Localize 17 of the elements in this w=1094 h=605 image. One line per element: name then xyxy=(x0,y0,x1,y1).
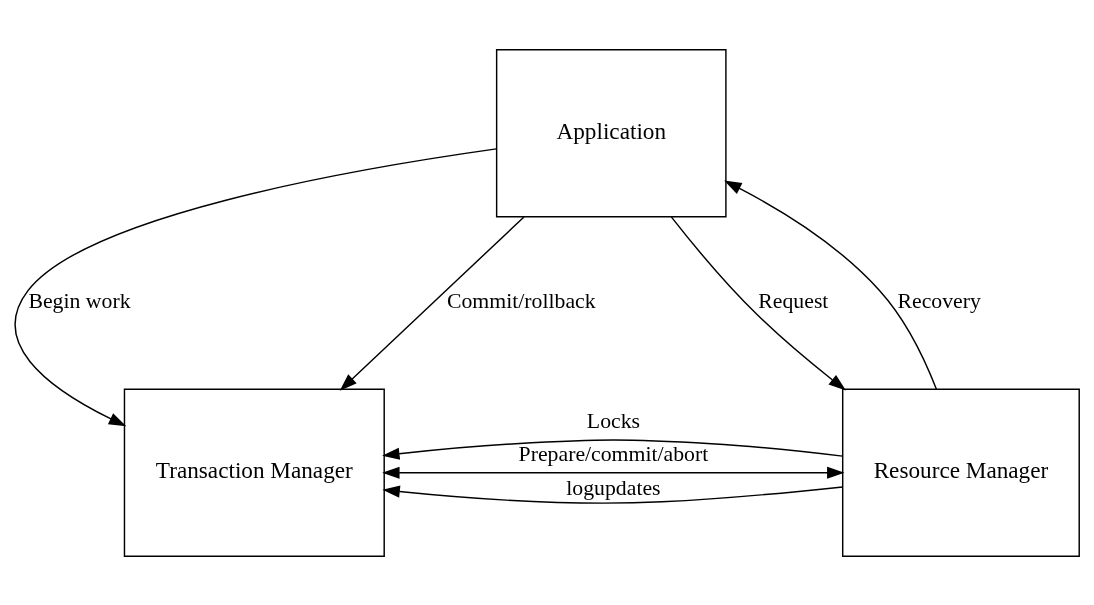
edge-label: Begin work xyxy=(28,288,131,313)
arrow xyxy=(382,485,844,504)
edge-label: Commit/rollback xyxy=(447,288,596,313)
edge-label: Locks xyxy=(586,408,641,433)
arrow xyxy=(382,466,845,479)
edge-label: Request xyxy=(758,288,829,313)
node-box: Application xyxy=(495,48,727,217)
edge-label: Prepare/commit/abort xyxy=(518,441,709,466)
node-box: Transaction Manager xyxy=(123,388,385,557)
arrow xyxy=(14,147,498,426)
arrow xyxy=(382,438,844,460)
edge-label: logupdates xyxy=(566,475,661,500)
node-box: Resource Manager xyxy=(841,388,1080,557)
arrow xyxy=(339,215,525,391)
arrow xyxy=(724,180,938,390)
arrow xyxy=(670,215,846,390)
edge-label: Recovery xyxy=(897,288,981,313)
